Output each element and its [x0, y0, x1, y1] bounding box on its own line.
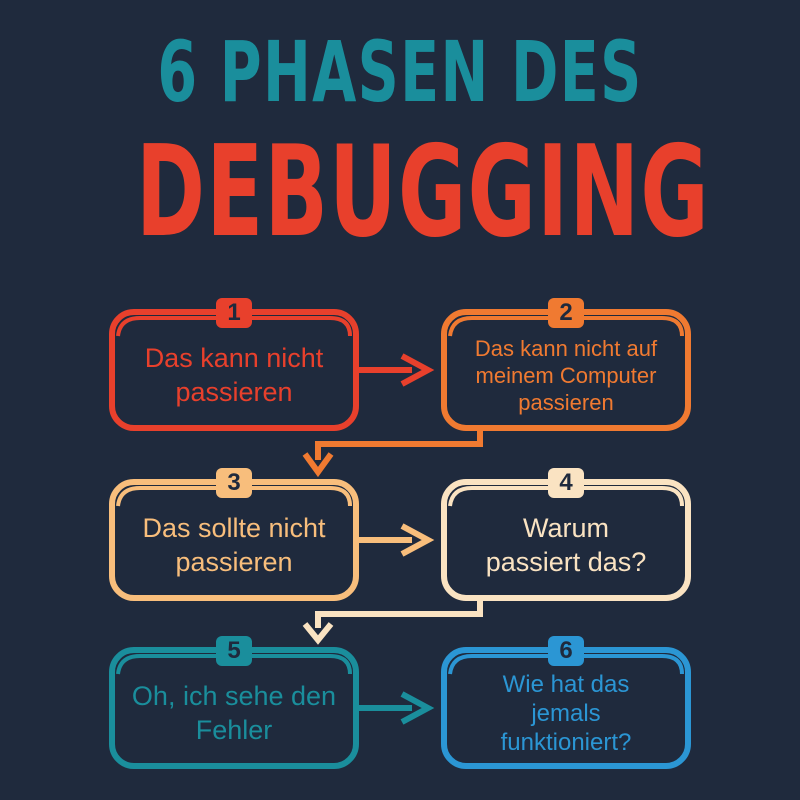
arrow-2-to-3 [302, 428, 483, 478]
phase-6-text: Wie hat das jemals funktioniert? [500, 670, 632, 756]
phase-6-number: 6 [559, 637, 573, 664]
phase-3-text: Das sollte nicht passieren [142, 513, 326, 577]
phase-5-text: Oh, ich sehe den Fehler [131, 681, 337, 745]
phase-1-box [109, 298, 359, 431]
phase-2-number: 2 [559, 299, 573, 326]
arrow-1-to-2 [356, 353, 435, 387]
arrow-4-to-5 [302, 598, 483, 645]
title-line-1: 6 PHASEN DES [157, 23, 643, 121]
phase-1-text: Das kann nicht passieren [144, 343, 324, 407]
phase-5-number: 5 [227, 637, 241, 664]
phase-2-box [441, 298, 691, 431]
phase-5-box [109, 636, 359, 769]
phase-6-box [441, 636, 691, 769]
phase-4-text: Warum passiert das? [485, 513, 647, 577]
phase-2-text: Das kann nicht auf meinem Computer passi… [474, 335, 658, 415]
phase-3-number: 3 [227, 469, 241, 496]
phase-4-box [441, 468, 691, 601]
phase-3-box [109, 468, 359, 601]
title-line-2: DEBUGGING [136, 118, 710, 265]
arrow-5-to-6 [356, 691, 435, 725]
arrow-3-to-4 [356, 523, 435, 557]
phase-4-number: 4 [559, 469, 573, 496]
phase-1-number: 1 [227, 299, 241, 326]
